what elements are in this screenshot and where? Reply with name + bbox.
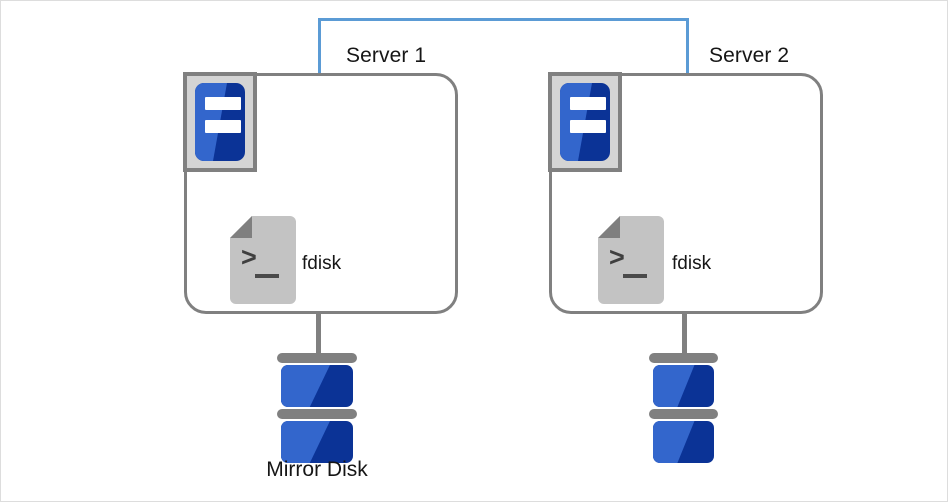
server-2-machine-icon [548,72,622,172]
disk-body-upper [653,365,714,407]
server-2-disk-connector [682,313,687,358]
disk-body-lower [653,421,714,463]
prompt-caret-icon: > [241,242,257,272]
server-2-fdisk-icon: > [598,216,664,304]
disk-plate-top [649,353,718,363]
page-fold-corner-icon [230,216,252,238]
server-machine-icon-bar-1 [570,97,606,110]
prompt-underscore-icon [623,274,647,278]
interconnect-left-vertical [318,18,321,75]
server-1-disk-icon [277,353,357,463]
disk-plate-middle [277,409,357,419]
server-1-fdisk-icon: > [230,216,296,304]
disk-body-upper [281,365,353,407]
server-machine-icon-body [560,83,610,161]
server-1-disk-connector [316,313,321,358]
disk-body-lower [281,421,353,463]
page-fold-corner-icon [598,216,620,238]
interconnect-right-vertical [686,18,689,75]
server-1-machine-icon [183,72,257,172]
server-2-disk-icon [649,353,718,463]
server-machine-icon-bar-2 [205,120,241,133]
interconnect-top-horizontal [318,18,689,21]
server-1-label: Server 1 [346,44,427,67]
server-machine-icon-bar-1 [205,97,241,110]
prompt-underscore-icon [255,274,279,278]
server-1-disk-label: Mirror Disk [266,458,368,481]
prompt-caret-icon: > [609,242,625,272]
server-2-label: Server 2 [709,44,790,67]
server-2-fdisk-label: fdisk [672,253,712,274]
server-2-box[interactable] [549,73,823,314]
server-machine-icon-body [195,83,245,161]
disk-plate-middle [649,409,718,419]
server-machine-icon-bar-2 [570,120,606,133]
server-1-fdisk-label: fdisk [302,253,342,274]
disk-plate-top [277,353,357,363]
